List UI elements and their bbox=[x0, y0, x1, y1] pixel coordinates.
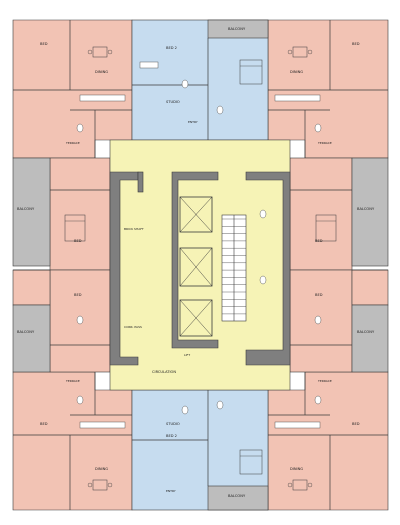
lift-car-3-cross-b bbox=[179, 299, 213, 337]
label-balcony-bottom: BALCONY bbox=[228, 494, 246, 498]
kitchen-counter bbox=[79, 94, 126, 102]
kitchen-counter bbox=[139, 61, 159, 69]
dining-table bbox=[292, 46, 308, 58]
kitchen-counter bbox=[274, 421, 321, 429]
balcony-top bbox=[207, 19, 269, 39]
bed-fixture bbox=[315, 214, 337, 242]
dining-table bbox=[92, 46, 108, 58]
unit-bottom-left-shape bbox=[12, 371, 133, 511]
label-brick-shaft: BRICK SHAFT bbox=[124, 227, 144, 231]
bed-fixture bbox=[64, 214, 86, 242]
label-dining-top-right: DINING bbox=[290, 70, 303, 74]
bed-fixture bbox=[239, 449, 263, 475]
label-terrace-bottom-right: TERRACE bbox=[317, 379, 332, 383]
unit-right-wing-lower bbox=[351, 269, 389, 306]
label-balcony-left-upper: BALCONY bbox=[17, 207, 35, 211]
label-bed-top-left: BED bbox=[40, 42, 48, 46]
chair bbox=[307, 49, 313, 55]
label-corr-pass: CORR. PASS bbox=[124, 325, 142, 329]
label-terrace-bottom-left: TERRACE bbox=[65, 379, 80, 383]
unit-mid-left bbox=[49, 157, 111, 373]
chair bbox=[87, 482, 93, 488]
room-labels: BED BED BED BED DINING DINING DINING DIN… bbox=[17, 27, 375, 498]
lift-car-2-cross-b bbox=[179, 247, 213, 287]
right-shaft-wall bbox=[245, 171, 291, 366]
kitchen-counter bbox=[79, 421, 126, 429]
unit-top-right-shape bbox=[267, 19, 389, 159]
balcony-right-upper bbox=[351, 157, 389, 267]
unit-top-left bbox=[12, 19, 133, 159]
toilet-fixture bbox=[259, 275, 267, 285]
core-walls bbox=[109, 171, 291, 366]
label-dining-bottom-right: DINING bbox=[290, 467, 303, 471]
label-bed-top-right: BED bbox=[352, 42, 360, 46]
label-bed2-bottom: BED 2 bbox=[166, 434, 177, 438]
unit-top-right bbox=[267, 19, 389, 159]
label-dining-bottom-left: DINING bbox=[95, 467, 108, 471]
dining-table bbox=[92, 479, 108, 491]
balcony-left-upper bbox=[12, 157, 51, 267]
label-dining-top-left: DINING bbox=[95, 70, 108, 74]
unit-lower-right-wing bbox=[351, 269, 389, 306]
unit-left-wing-lower bbox=[12, 269, 51, 306]
label-bed-bottom-right: BED bbox=[352, 422, 360, 426]
unit-mid-left-upper bbox=[49, 157, 111, 271]
label-studio-bottom: STUDIO bbox=[166, 422, 180, 426]
label-entry-top: ENTRY bbox=[188, 120, 198, 124]
label-circulation: CIRCULATION bbox=[152, 370, 176, 374]
toilet-fixture bbox=[76, 315, 84, 325]
balcony-right-lower bbox=[351, 304, 389, 373]
unit-bottom-left bbox=[12, 371, 133, 511]
lift-car-1-cross-b bbox=[179, 196, 213, 233]
chair bbox=[107, 49, 113, 55]
fixtures bbox=[64, 46, 337, 491]
label-bed-left: BED bbox=[74, 239, 82, 243]
toilet-fixture bbox=[181, 405, 189, 415]
staircase bbox=[221, 214, 247, 322]
label-terrace-top-right: TERRACE bbox=[317, 141, 332, 145]
chair bbox=[287, 49, 293, 55]
label-balcony-left-lower: BALCONY bbox=[17, 330, 35, 334]
unit-bottom-right bbox=[267, 371, 389, 511]
label-balcony-right-upper: BALCONY bbox=[357, 207, 375, 211]
toilet-fixture bbox=[76, 123, 84, 133]
bed-fixture bbox=[239, 59, 263, 85]
unit-mid-right-upper bbox=[289, 157, 353, 271]
label-bed-right: BED bbox=[315, 239, 323, 243]
label-lift: LIFT bbox=[184, 353, 190, 357]
toilet-fixture bbox=[181, 79, 189, 89]
left-inner-wall bbox=[137, 171, 144, 193]
label-entry-bottom: ENTRY bbox=[166, 489, 176, 493]
label-bed-left-lower: BED bbox=[74, 293, 82, 297]
lift-shaft-wall bbox=[171, 171, 219, 349]
toilet-fixture bbox=[216, 105, 224, 115]
unit-lower-left-wing bbox=[12, 269, 51, 306]
toilet-fixture bbox=[314, 315, 322, 325]
toilet-fixture bbox=[314, 123, 322, 133]
chair bbox=[307, 482, 313, 488]
chair bbox=[107, 482, 113, 488]
chair bbox=[287, 482, 293, 488]
toilet-fixture bbox=[76, 395, 84, 405]
toilet-fixture bbox=[216, 400, 224, 410]
label-bed2-top: BED 2 bbox=[166, 46, 177, 50]
balcony-left-lower bbox=[12, 304, 51, 373]
label-bed-right-lower: BED bbox=[315, 293, 323, 297]
label-balcony-top: BALCONY bbox=[228, 27, 246, 31]
lift-cars bbox=[179, 196, 213, 337]
kitchen-counter bbox=[274, 94, 321, 102]
label-bed-bottom-left: BED bbox=[40, 422, 48, 426]
chair bbox=[87, 49, 93, 55]
partition-lines bbox=[13, 20, 388, 510]
toilet-fixture bbox=[259, 209, 267, 219]
dining-table bbox=[292, 479, 308, 491]
label-balcony-right-lower: BALCONY bbox=[357, 330, 375, 334]
label-studio-top: STUDIO bbox=[166, 100, 180, 104]
unit-top-left-shape bbox=[12, 19, 133, 159]
balcony-bottom bbox=[207, 485, 269, 511]
label-terrace-top-left: TERRACE bbox=[65, 141, 80, 145]
toilet-fixture bbox=[314, 395, 322, 405]
unit-bottom-right-shape bbox=[267, 371, 389, 511]
